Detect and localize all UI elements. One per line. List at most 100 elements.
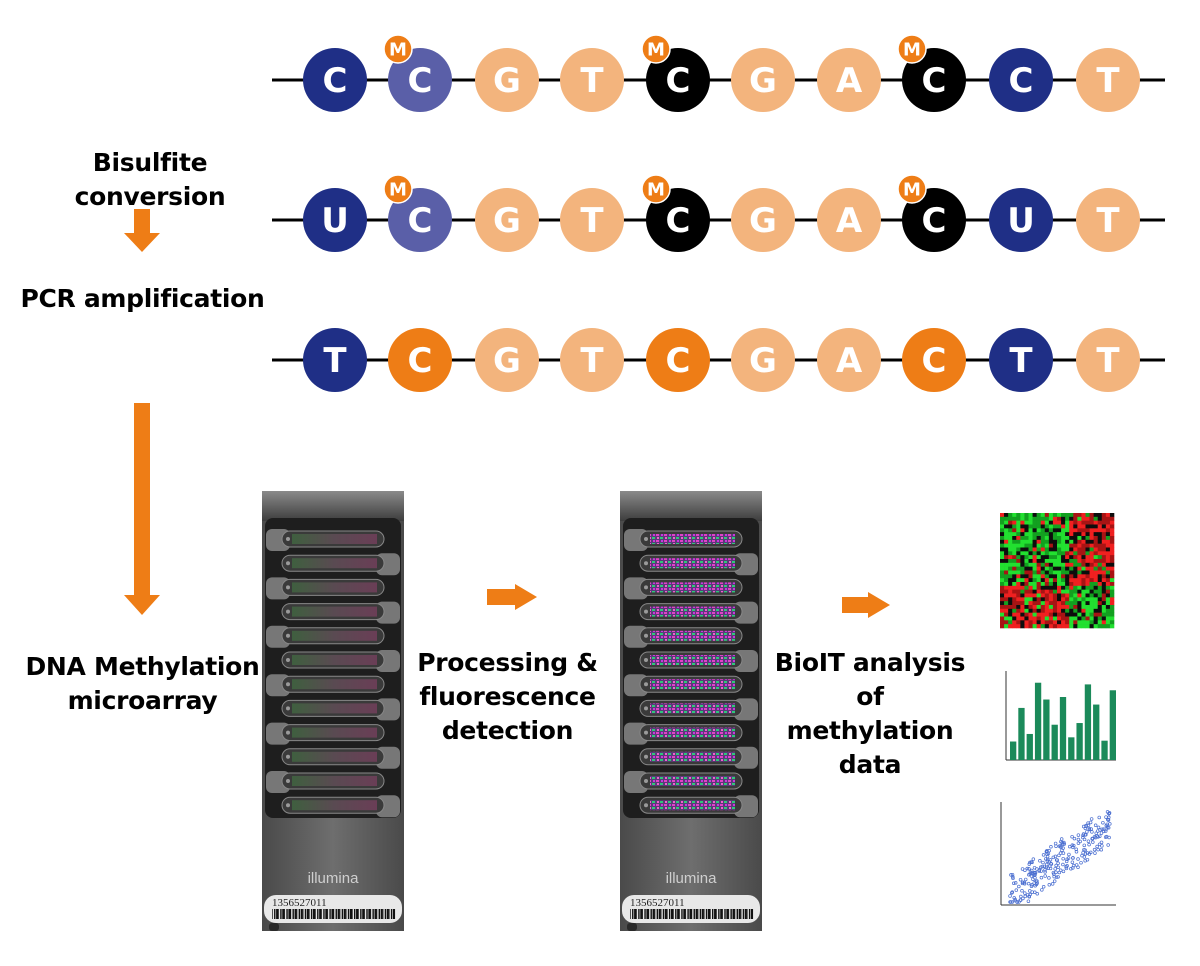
array-strip [281,650,400,672]
nucleotide-circle [560,188,624,252]
array-strip [624,625,743,648]
heatmap-thumbnail [1000,513,1115,629]
nucleotide-letter: G [749,341,777,381]
nucleotide-letter: C [666,341,691,381]
barcode-number: 1356527011 [272,897,327,909]
array-strip [281,795,400,818]
methyl-mark-icon: M [897,174,927,204]
nucleotide-letter: C [323,61,348,101]
array-strip [639,650,758,672]
nucleotide-circle [731,188,795,252]
nucleotide-letter: G [749,61,777,101]
processing-label-line-3: detection [441,716,574,745]
nucleotide-C: C [303,48,367,112]
arrow-processed-to-analysis [842,592,890,618]
arrow-bisulfite-to-pcr [124,209,160,252]
nucleotide-circle [817,48,881,112]
processing-label-line-1: Processing & [417,648,598,677]
nucleotide-A: A [817,188,881,252]
nucleotide-letter: C [922,61,947,101]
svg-text:M: M [647,180,665,201]
bar [1043,699,1050,760]
dna-methylation-microarray-label: DNA Methylation microarray [20,650,265,718]
nucleotide-T: T [1076,48,1140,112]
nucleotide-letter: G [493,61,521,101]
nucleotide-A: A [817,328,881,392]
nucleotide-letter: G [493,341,521,381]
barcode-number: 1356527011 [630,897,685,909]
bar [1059,697,1067,760]
nucleotide-C: CM [897,34,966,112]
nucleotide-letter: U [1007,201,1035,241]
nucleotide-letter: C [408,341,433,381]
array-strip [639,553,758,576]
nucleotide-T: T [560,328,624,392]
nucleotide-C: CM [383,34,452,112]
nucleotide-circle [475,48,539,112]
nucleotide-circle [1076,48,1140,112]
nucleotide-C: CM [383,174,452,252]
nucleotide-C: CM [641,34,710,112]
nucleotide-circle [817,188,881,252]
nucleotide-C: C [989,48,1053,112]
bar [1010,741,1017,760]
svg-text:M: M [903,40,921,61]
array-strip [639,698,758,721]
bar-chart-thumbnail [1005,671,1116,761]
methyl-mark-icon: M [383,174,413,204]
methyl-mark-icon: M [897,34,927,64]
array-strip [266,674,385,697]
nucleotide-circle [1076,328,1140,392]
array-strip [266,577,385,600]
nucleotide-letter: A [836,341,863,381]
svg-text:M: M [903,180,921,201]
nucleotide-letter: T [1096,201,1120,241]
nucleotide-circle [560,48,624,112]
bar [1084,684,1092,760]
methyl-mark-icon: M [641,34,671,64]
nucleotide-circle [388,48,452,112]
nucleotide-G: G [475,48,539,112]
nucleotide-C: CM [641,174,710,252]
svg-text:M: M [389,40,407,61]
bioit-label-line-2: of methylation [786,682,954,745]
bar [1109,690,1116,760]
nucleotide-letter: U [321,201,349,241]
bisulfite-conversion-text: Bisulfite conversion [74,148,226,211]
nucleotide-circle [388,188,452,252]
nucleotide-C: C [646,328,710,392]
chip-brand-logo: illumina [666,870,718,887]
bar [1076,723,1083,760]
nucleotide-letter: T [1096,61,1120,101]
nucleotide-G: G [475,188,539,252]
arrow-pcr-to-microarray [124,403,160,615]
nucleotide-circle [989,188,1053,252]
nucleotide-letter: T [580,201,604,241]
nucleotide-letter: C [408,61,433,101]
bar [1034,682,1042,760]
bioit-label-line-1: BioIT analysis [774,648,966,677]
nucleotide-circle [989,328,1053,392]
svg-text:M: M [647,40,665,61]
nucleotide-circle [475,188,539,252]
array-strip [281,746,400,769]
processed-chip: illumina 1356527011 [620,491,762,931]
bar [1026,733,1033,760]
nucleotide-circle [902,328,966,392]
nucleotide-letter: C [666,201,691,241]
array-strip [281,601,400,624]
nucleotide-C: CM [897,174,966,252]
bar [1068,737,1075,760]
array-strip [281,698,400,721]
nucleotide-circle [303,188,367,252]
nucleotide-circle [303,48,367,112]
nucleotide-letter: T [323,341,347,381]
nucleotide-letter: C [1009,61,1034,101]
array-strip [639,601,758,624]
processing-label-line-2: fluorescence [419,682,596,711]
nucleotide-letter: A [836,201,863,241]
